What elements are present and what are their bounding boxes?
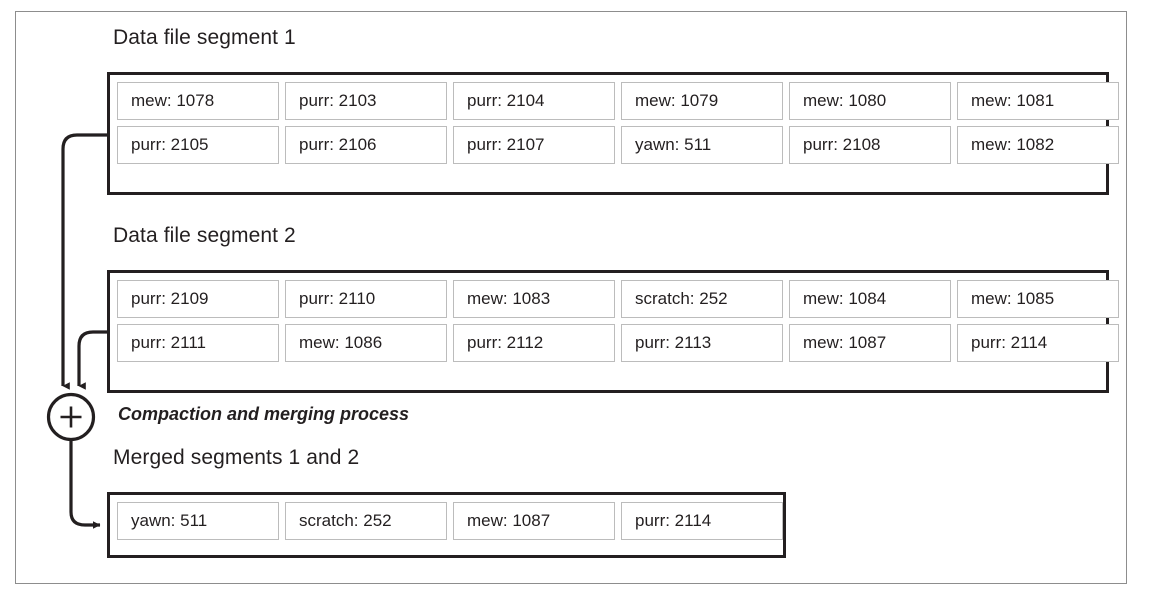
segment-2-title: Data file segment 2 <box>113 224 296 247</box>
merged-segments-title: Merged segments 1 and 2 <box>113 446 360 469</box>
record-cell[interactable]: mew: 1084 <box>789 280 951 318</box>
figure-outer-frame <box>15 11 1127 584</box>
record-cell[interactable]: purr: 2108 <box>789 126 951 164</box>
record-cell[interactable]: purr: 2113 <box>621 324 783 362</box>
record-cell[interactable]: mew: 1083 <box>453 280 615 318</box>
record-cell[interactable]: purr: 2110 <box>285 280 447 318</box>
record-cell[interactable]: mew: 1082 <box>957 126 1119 164</box>
record-cell[interactable]: yawn: 511 <box>117 502 279 540</box>
record-cell[interactable]: purr: 2105 <box>117 126 279 164</box>
record-cell[interactable]: scratch: 252 <box>621 280 783 318</box>
record-cell[interactable]: mew: 1087 <box>453 502 615 540</box>
record-cell[interactable]: purr: 2104 <box>453 82 615 120</box>
data-file-segment-1: mew: 1078 purr: 2103 purr: 2104 mew: 107… <box>107 72 1119 195</box>
data-file-segment-2: purr: 2109 purr: 2110 mew: 1083 scratch:… <box>107 270 1119 393</box>
merged-segments-box: yawn: 511 scratch: 252 mew: 1087 purr: 2… <box>107 492 786 558</box>
segment-1-row-2: purr: 2105 purr: 2106 purr: 2107 yawn: 5… <box>117 126 1119 164</box>
record-cell[interactable]: mew: 1080 <box>789 82 951 120</box>
segment-1-title: Data file segment 1 <box>113 26 296 49</box>
record-cell[interactable]: purr: 2107 <box>453 126 615 164</box>
record-cell[interactable]: yawn: 511 <box>621 126 783 164</box>
record-cell[interactable]: mew: 1081 <box>957 82 1119 120</box>
record-cell[interactable]: purr: 2106 <box>285 126 447 164</box>
segment-1-row-1: mew: 1078 purr: 2103 purr: 2104 mew: 107… <box>117 82 1119 120</box>
record-cell[interactable]: purr: 2111 <box>117 324 279 362</box>
record-cell[interactable]: mew: 1079 <box>621 82 783 120</box>
record-cell[interactable]: mew: 1078 <box>117 82 279 120</box>
record-cell[interactable]: mew: 1086 <box>285 324 447 362</box>
record-cell[interactable]: scratch: 252 <box>285 502 447 540</box>
segment-2-row-2: purr: 2111 mew: 1086 purr: 2112 purr: 21… <box>117 324 1119 362</box>
merged-row-1: yawn: 511 scratch: 252 mew: 1087 purr: 2… <box>117 502 783 540</box>
record-cell[interactable]: mew: 1085 <box>957 280 1119 318</box>
record-cell[interactable]: mew: 1087 <box>789 324 951 362</box>
record-cell[interactable]: purr: 2103 <box>285 82 447 120</box>
segment-2-row-1: purr: 2109 purr: 2110 mew: 1083 scratch:… <box>117 280 1119 318</box>
compaction-process-label: Compaction and merging process <box>118 404 410 424</box>
record-cell[interactable]: purr: 2112 <box>453 324 615 362</box>
record-cell[interactable]: purr: 2114 <box>957 324 1119 362</box>
record-cell[interactable]: purr: 2114 <box>621 502 783 540</box>
record-cell[interactable]: purr: 2109 <box>117 280 279 318</box>
